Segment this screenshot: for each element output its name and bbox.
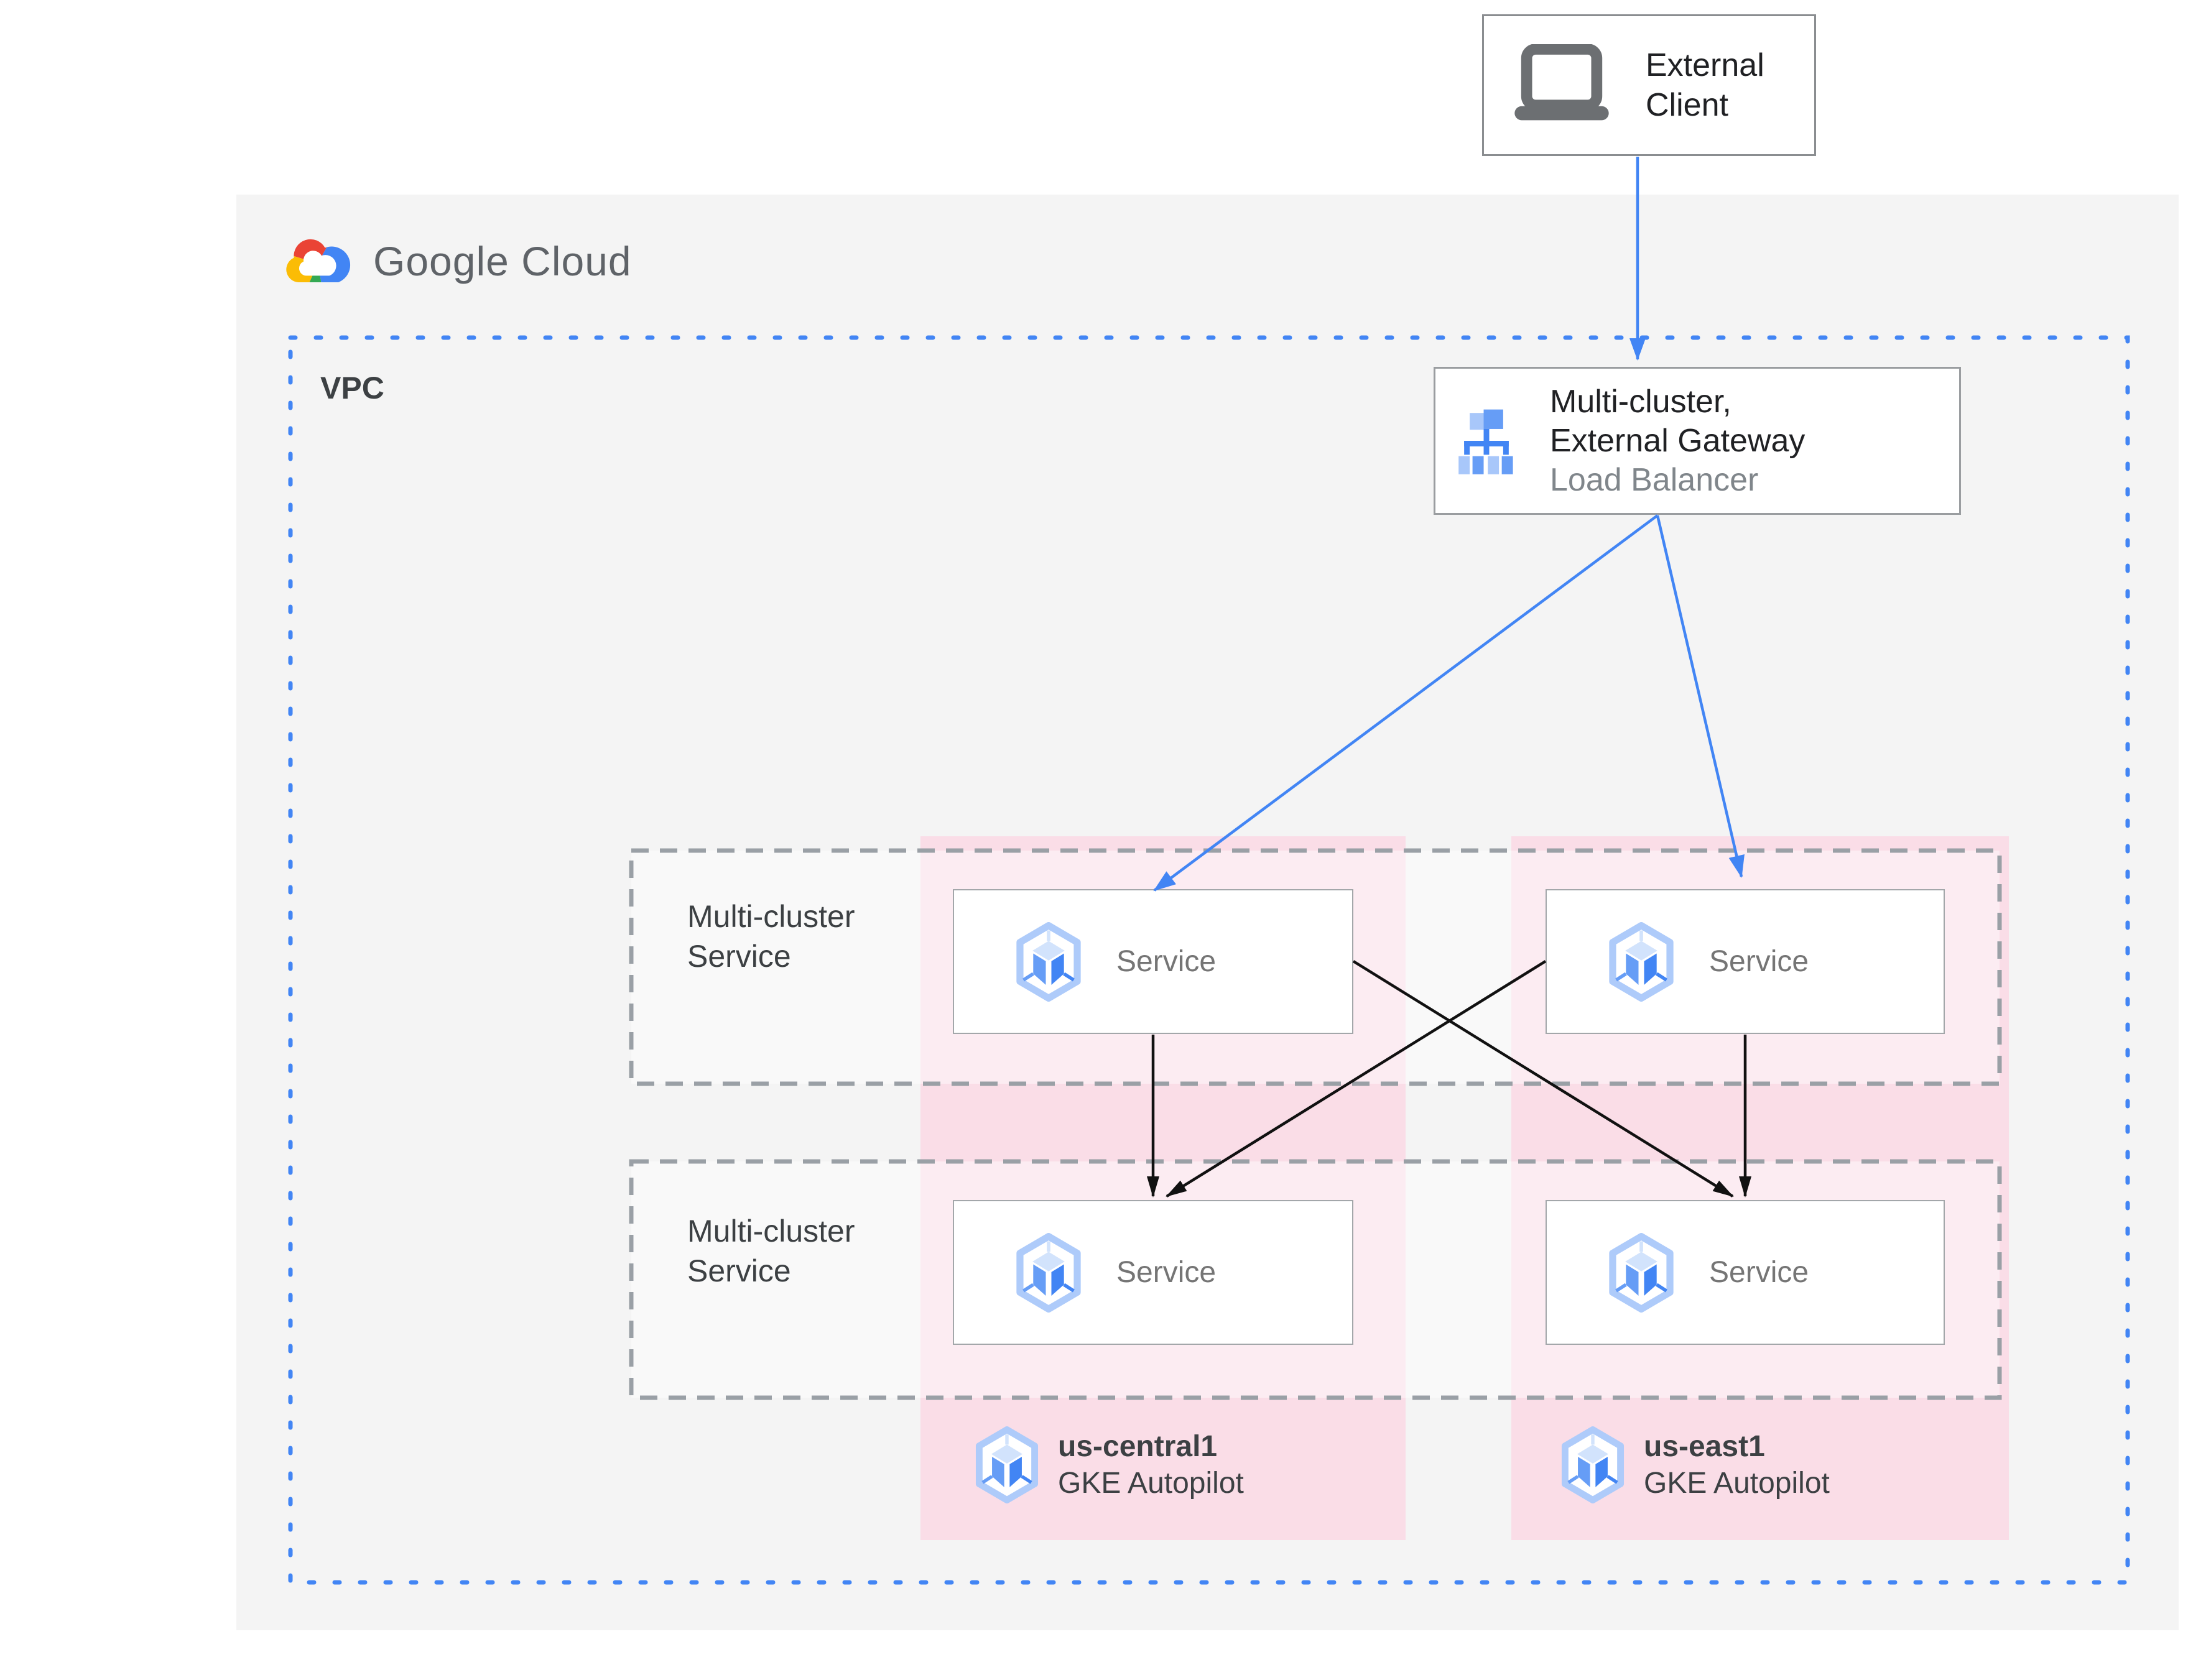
load-balancer-title-line2: External Gateway [1550,422,1805,459]
service-label: Service [1709,945,1809,978]
load-balancer-icon [1452,407,1521,474]
cluster-platform-name: GKE Autopilot [1644,1467,1830,1500]
gke-service-icon [1606,1233,1677,1313]
load-balancer-node: Multi-cluster, External Gateway Load Bal… [1434,367,1961,515]
gke-service-icon [1013,1233,1084,1313]
cluster-footer-text: us-central1 GKE Autopilot [1058,1428,1244,1502]
service-label: Service [1116,1256,1217,1289]
cluster-footer-us-central1: us-central1 GKE Autopilot [972,1426,1244,1503]
service-node-top-us-east1: Service [1546,889,1945,1034]
external-client-node: External Client [1482,14,1816,156]
service-node-bottom-us-central1: Service [953,1200,1353,1345]
service-label: Service [1116,945,1217,978]
google-cloud-icon [281,232,355,290]
gke-cluster-icon [1558,1426,1628,1503]
external-client-label: External Client [1646,47,1764,123]
vpc-label: VPC [320,371,384,405]
service-node-top-us-central1: Service [953,889,1353,1034]
cluster-footer-us-east1: us-east1 GKE Autopilot [1558,1426,1830,1503]
multi-cluster-service-label-2: Multi-cluster Service [687,1214,855,1288]
cluster-region-name: us-east1 [1644,1430,1765,1463]
load-balancer-subtitle: Load Balancer [1550,461,1759,498]
multi-cluster-service-label-1: Multi-cluster Service [687,899,855,974]
service-node-bottom-us-east1: Service [1546,1200,1945,1345]
cluster-platform-name: GKE Autopilot [1058,1467,1244,1500]
laptop-icon [1506,44,1617,126]
google-cloud-logo-text: Google Cloud [373,238,632,284]
gke-service-icon [1606,922,1677,1002]
cluster-region-name: us-central1 [1058,1430,1218,1463]
gke-service-icon [1013,922,1084,1002]
load-balancer-text: Multi-cluster, External Gateway Load Bal… [1550,382,1805,500]
load-balancer-title-line1: Multi-cluster, [1550,383,1731,420]
cluster-footer-text: us-east1 GKE Autopilot [1644,1428,1830,1502]
google-cloud-logo: Google Cloud [281,232,632,290]
gke-cluster-icon [972,1426,1042,1503]
service-label: Service [1709,1256,1809,1289]
